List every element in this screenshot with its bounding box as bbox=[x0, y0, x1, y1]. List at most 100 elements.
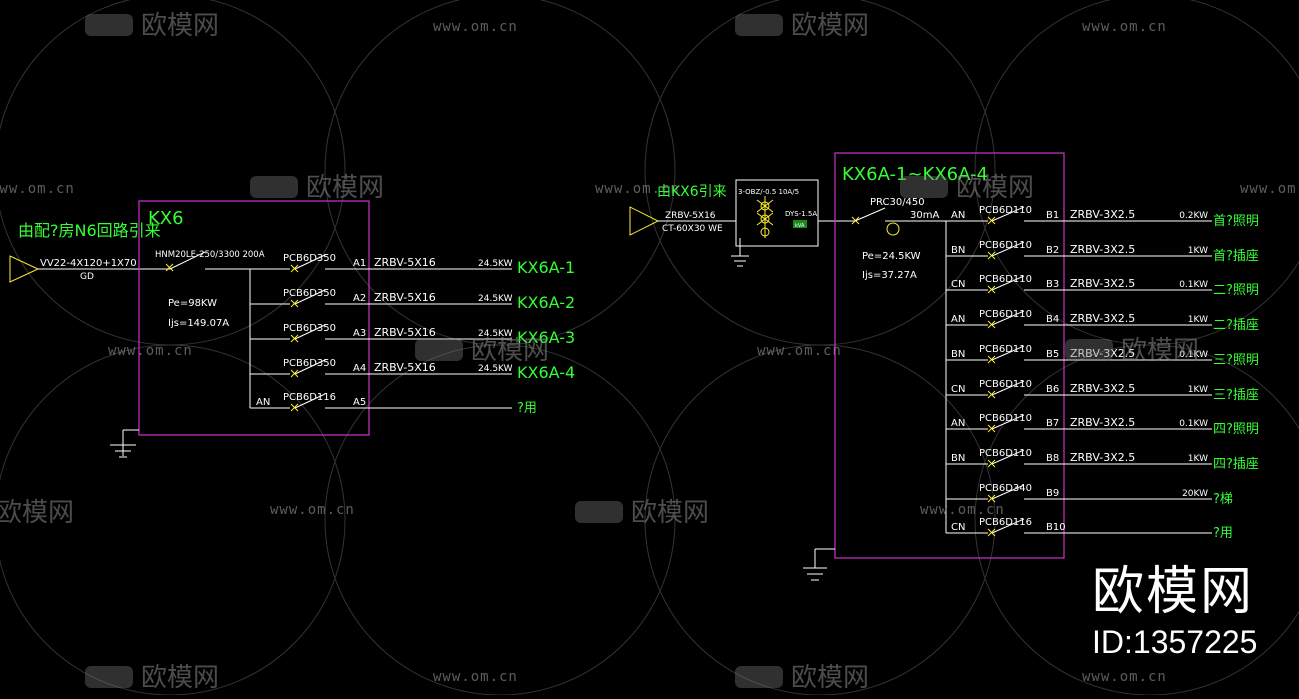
kx6a-circuit-breaker: PCB6D340 bbox=[979, 483, 1032, 494]
watermark-url: www.om.cn bbox=[1240, 181, 1299, 197]
kx6a-circuit-id: B4 bbox=[1046, 314, 1059, 325]
kx6a-circuit-cable: ZRBV-3X2.5 bbox=[1070, 312, 1135, 325]
watermark-url: www.om.cn bbox=[108, 343, 193, 359]
kx6a-circuit-power: 0.2KW bbox=[1179, 211, 1208, 221]
kx6-circuit-cable: ZRBV-5X16 bbox=[374, 291, 436, 304]
kx6a-circuit-destination: 三?照明 bbox=[1213, 353, 1259, 368]
watermark-logo: 欧模网 bbox=[956, 173, 1034, 203]
kx6-circuit-cable: ZRBV-5X16 bbox=[374, 361, 436, 374]
watermark-url: www.om.cn bbox=[1082, 669, 1167, 685]
kx6-circuit-destination: KX6A-3 bbox=[517, 328, 575, 347]
breaker-cross-icon bbox=[987, 390, 996, 399]
kx6a-circuit-breaker: PCB6D110 bbox=[979, 413, 1032, 424]
kx6a-circuit-breaker: PCB6D110 bbox=[979, 379, 1032, 390]
kx6a-circuit-cable: ZRBV-3X2.5 bbox=[1070, 243, 1135, 256]
kx6a-circuit-id: B7 bbox=[1046, 418, 1059, 429]
kx6a-ijs: Ijs=37.27A bbox=[862, 270, 917, 281]
kx6-circuit-id: A1 bbox=[353, 258, 366, 269]
watermark-logo: 欧模网 bbox=[306, 173, 384, 203]
kx6a-panel-title: KX6A-1~KX6A-4 bbox=[842, 164, 988, 185]
watermark-sofa-icon bbox=[85, 666, 133, 688]
kx6-main-breaker: HNM20LE-250/3300 200A bbox=[155, 250, 265, 260]
kx6-circuit-power: 24.5KW bbox=[478, 329, 513, 339]
kx6a-circuit-id: B3 bbox=[1046, 279, 1059, 290]
kx6a-circuit-phase: AN bbox=[951, 314, 965, 325]
watermark-sofa-icon bbox=[85, 14, 133, 36]
kx6a-pe: Pe=24.5KW bbox=[862, 251, 921, 262]
kx6-panel-box bbox=[138, 200, 370, 436]
breaker-cross-icon bbox=[290, 369, 299, 378]
kx6a-circuit-power: 0.1KW bbox=[1179, 350, 1208, 360]
watermark-logo: 欧模网 bbox=[141, 663, 219, 693]
kx6-section: 由配?房N6回路引来 VV22-4X120+1X70 GD KX6 HNM20L… bbox=[9, 200, 575, 458]
kx6a-circuit-phase: BN bbox=[951, 349, 965, 360]
kx6a-source-label: 由KX6引来 bbox=[657, 184, 727, 200]
watermark-logo: 欧模网 bbox=[791, 663, 869, 693]
kx6-feeder-cable: VV22-4X120+1X70 bbox=[40, 258, 137, 269]
breaker-cross-icon bbox=[987, 459, 996, 468]
kx6a-circuit-cable: ZRBV-3X2.5 bbox=[1070, 277, 1135, 290]
kx6a-feeder-cable-sub: CT-60X30 WE bbox=[662, 224, 723, 234]
breaker-cross-icon bbox=[987, 251, 996, 260]
brand-id: ID:1357225 bbox=[1092, 624, 1258, 660]
kx6a-circuit-id: B8 bbox=[1046, 453, 1059, 464]
kx6-circuit-breaker: PCB6D350 bbox=[283, 288, 336, 299]
watermark-logo: 欧模网 bbox=[1121, 336, 1199, 366]
watermark-logo: 欧模网 bbox=[141, 11, 219, 41]
watermark-logo: 欧模网 bbox=[791, 11, 869, 41]
kx6a-spd-label2: DYS-1.5A bbox=[785, 210, 817, 218]
kx6-circuit-breaker: PCB6D116 bbox=[283, 392, 336, 403]
kx6-circuit-destination: KX6A-2 bbox=[517, 293, 575, 312]
kx6-ijs: Ijs=149.07A bbox=[168, 318, 229, 329]
kx6a-circuit-id: B10 bbox=[1046, 522, 1066, 533]
kx6a-circuit-power: 0.1KW bbox=[1179, 280, 1208, 290]
watermark-logo: 欧模网 bbox=[471, 336, 549, 366]
kx6a-rcd-current: 30mA bbox=[910, 210, 939, 221]
kx6a-feeder-arrow bbox=[629, 206, 660, 236]
kx6a-circuit-id: B1 bbox=[1046, 210, 1059, 221]
kx6a-circuit-power: 1KW bbox=[1188, 454, 1208, 464]
kx6a-circuit-destination: 四?插座 bbox=[1213, 457, 1259, 472]
kx6a-circuit-phase: BN bbox=[951, 245, 965, 256]
kx6a-circuit-id: B5 bbox=[1046, 349, 1059, 360]
breaker-cross-icon bbox=[290, 264, 299, 273]
kx6a-circuit-destination: ?梯 bbox=[1213, 492, 1233, 507]
kx6-circuit-breaker: PCB6D350 bbox=[283, 323, 336, 334]
kx6a-circuit-destination: 三?插座 bbox=[1213, 388, 1259, 403]
kx6-circuit-destination: KX6A-1 bbox=[517, 258, 575, 277]
kx6a-circuit-id: B2 bbox=[1046, 245, 1059, 256]
watermark-sofa-icon bbox=[415, 339, 463, 361]
watermark-sofa-icon bbox=[575, 501, 623, 523]
kx6-circuit-phase: AN bbox=[256, 397, 270, 408]
kx6a-circuit-breaker: PCB6D110 bbox=[979, 205, 1032, 216]
kx6-circuit-cable: ZRBV-5X16 bbox=[374, 326, 436, 339]
kx6a-circuit-destination: 首?插座 bbox=[1213, 249, 1259, 264]
kx6a-section: 由KX6引来 ZRBV-5X16 CT-60X30 WE 3-OBZ/-0.5 … bbox=[629, 152, 1259, 581]
breaker-cross-icon bbox=[987, 216, 996, 225]
watermark-url: www.om.cn bbox=[1082, 19, 1167, 35]
kx6a-circuit-breaker: PCB6D110 bbox=[979, 344, 1032, 355]
kx6-circuit-destination: ?用 bbox=[517, 401, 537, 416]
kx6a-circuit-cable: ZRBV-3X2.5 bbox=[1070, 416, 1135, 429]
watermark-sofa-icon bbox=[250, 176, 298, 198]
kx6a-circuit-destination: 二?插座 bbox=[1213, 318, 1259, 333]
kx6a-circuit-breaker: PCB6D110 bbox=[979, 240, 1032, 251]
kx6-circuit-id: A4 bbox=[353, 363, 366, 374]
kx6-circuit-power: 24.5KW bbox=[478, 364, 513, 374]
watermark-sofa-icon bbox=[1065, 339, 1113, 361]
breaker-cross-icon bbox=[987, 528, 996, 537]
breaker-cross-icon bbox=[987, 320, 996, 329]
breaker-cross-icon bbox=[290, 299, 299, 308]
kx6a-circuit-destination: 二?照明 bbox=[1213, 283, 1259, 298]
watermark-url: www.om.cn bbox=[270, 502, 355, 518]
watermark-url: www.om.cn bbox=[757, 343, 842, 359]
breaker-cross-icon bbox=[987, 285, 996, 294]
